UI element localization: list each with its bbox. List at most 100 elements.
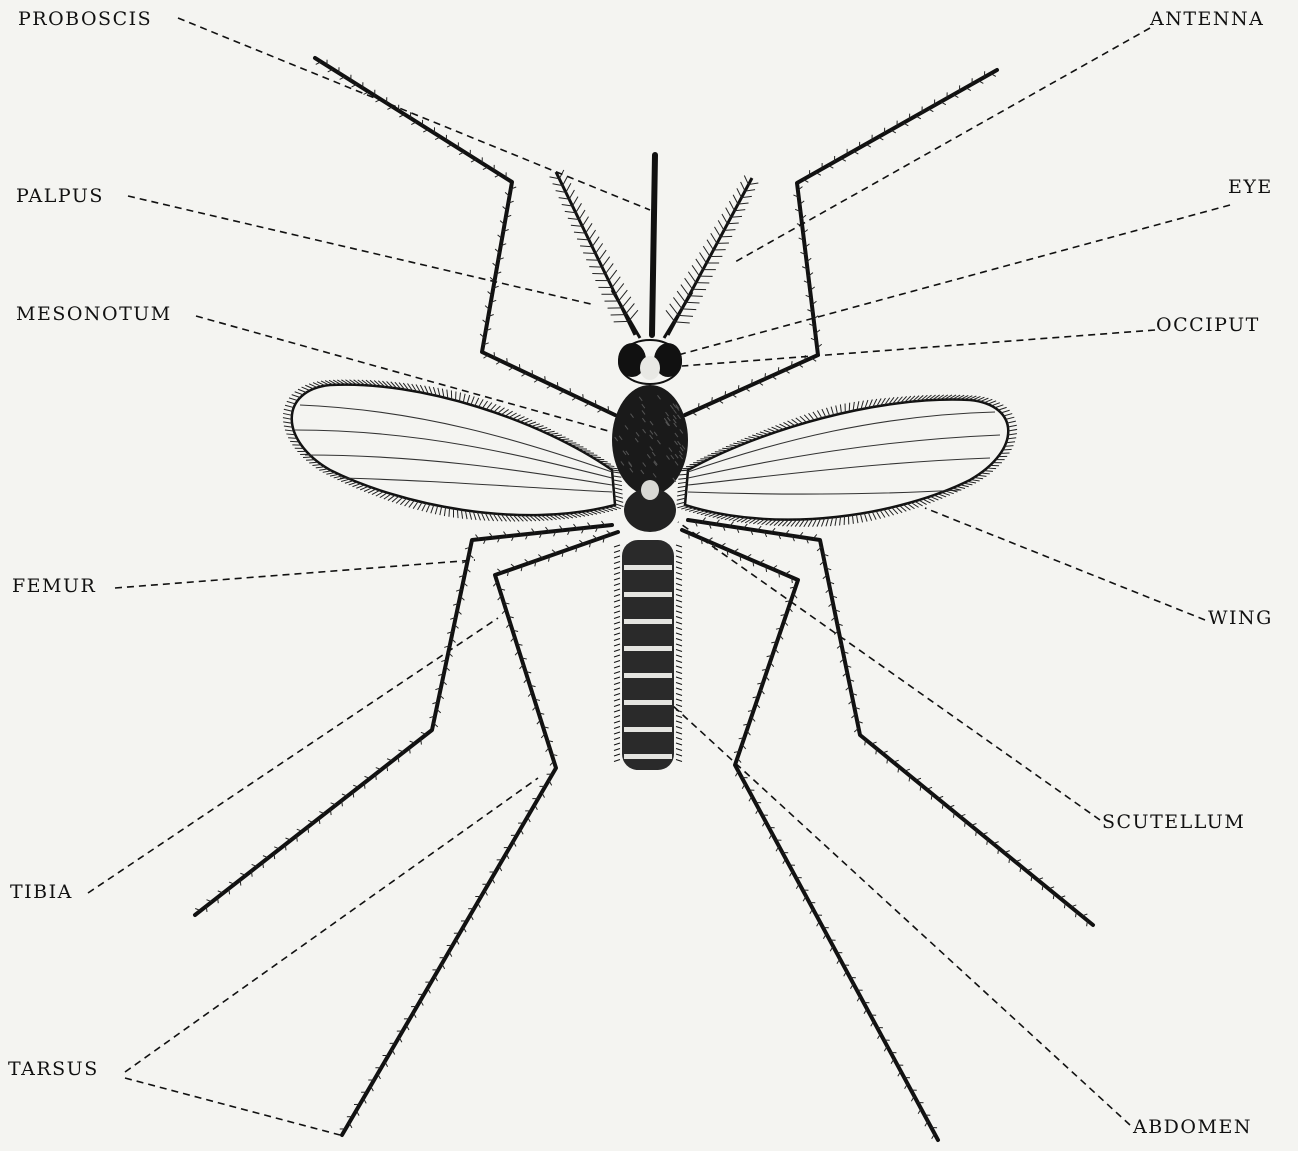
antenna-hair [737, 188, 742, 197]
antenna-hair [619, 290, 628, 301]
wing-fringe-hair [283, 418, 292, 420]
abdomen-band [624, 646, 672, 651]
leg-hair [297, 836, 298, 842]
antenna-hair [576, 203, 582, 212]
wing-fringe-hair [864, 513, 867, 522]
wing-fringe-hair [719, 450, 728, 451]
wing-fringe-hair [516, 417, 524, 421]
wing-fringe-hair [1003, 449, 1012, 450]
abdomen-bristle [614, 611, 620, 613]
leg-hair [342, 800, 343, 806]
leg-hair [698, 403, 699, 409]
abdomen-bristle [614, 694, 620, 696]
leg-hair [251, 871, 252, 877]
wing-fringe-hair [417, 502, 422, 510]
abdomen-bristle [614, 551, 620, 553]
wing-fringe-hair [941, 492, 950, 495]
leg-hair [353, 792, 354, 798]
abdomen-band [624, 592, 672, 597]
wing-fringe-hair [860, 514, 862, 523]
wing-fringe-hair [564, 441, 573, 442]
wing-fringe-hair [764, 430, 772, 433]
antenna-hair [733, 195, 738, 204]
abdomen-bristle [614, 556, 620, 558]
leader-tibia [88, 618, 498, 893]
wing-fringe-hair [981, 473, 990, 474]
abdomen-bristle [676, 661, 682, 663]
abdomen-bristle [676, 600, 682, 602]
antenna-hair [622, 297, 631, 308]
abdomen-bristle [676, 595, 682, 597]
hind-right-leg [682, 530, 938, 1140]
wing-fringe-hair [513, 415, 521, 419]
wing-fringe-hair [349, 482, 358, 485]
wing-fringe-hair [876, 511, 880, 519]
antenna-hair [670, 304, 679, 316]
abdomen-bristle [614, 589, 620, 591]
occiput-patch [640, 356, 660, 380]
wing-fringe-hair [868, 512, 871, 520]
antenna-hair [686, 302, 700, 303]
leader-tarsus-lower [125, 1078, 340, 1135]
antenna-hair [666, 310, 675, 322]
antenna-hair [589, 230, 596, 240]
wing-fringe-hair [1008, 425, 1017, 427]
hind-left-leg [342, 532, 618, 1135]
wing-fringe-hair [539, 428, 548, 430]
abdomen-bristle [614, 721, 620, 723]
antenna-hair [685, 278, 693, 289]
wing-fringe-hair [988, 401, 996, 404]
antenna-hair [677, 291, 685, 302]
thorax [612, 385, 688, 495]
abdomen-bristle [676, 677, 682, 679]
wing-fringe-hair [595, 459, 604, 460]
antenna-hair [599, 250, 606, 260]
wing-fringe-hair [288, 438, 297, 439]
antenna-hair [714, 227, 720, 237]
abdomen-bristle [614, 562, 620, 564]
wing-fringe-hair [991, 403, 999, 406]
abdomen-bristle [614, 666, 620, 668]
label-palpus: PALPUS [16, 187, 104, 206]
wing-fringe-hair [768, 429, 776, 432]
wing-fringe-hair [772, 427, 780, 431]
wing-fringe-hair [817, 410, 822, 418]
wing-fringe-hair [945, 491, 954, 494]
leg-hair [206, 906, 207, 912]
wing-fringe-hair [285, 405, 294, 407]
leg-hair [263, 862, 264, 868]
wing-fringe-hair [431, 505, 434, 513]
wing-fringe-hair [567, 443, 576, 444]
leader-antenna [735, 28, 1150, 262]
scutellum-spot [641, 480, 659, 500]
antenna-hair [688, 272, 696, 283]
wing-fringe-hair [330, 474, 339, 476]
leg-hair [608, 406, 609, 412]
wing-fringe-hair [809, 413, 815, 420]
abdomen-bristle [676, 760, 682, 762]
abdomen-bristle [676, 573, 682, 575]
antenna-hair [722, 214, 728, 224]
leg-hair [507, 358, 508, 364]
abdomen-bristle [676, 655, 682, 657]
leg-hair [421, 739, 422, 745]
abdomen-bristle [676, 699, 682, 701]
wing-fringe-hair [733, 443, 742, 444]
wing-fringe-hair [872, 512, 876, 520]
wing-fringe-hair [509, 413, 517, 418]
wing-fringe-hair [289, 398, 298, 401]
abdomen-bristle [614, 699, 620, 701]
wing-fringe-hair [1008, 429, 1017, 431]
abdomen-bristle [614, 677, 620, 679]
wing-fringe-hair [987, 468, 996, 469]
abdomen-bristle [676, 727, 682, 729]
abdomen-bristle [676, 562, 682, 564]
leg-hair [218, 897, 219, 903]
leg-hair [376, 774, 377, 780]
label-proboscis: PROBOSCIS [18, 10, 152, 29]
abdomen-bristle [614, 600, 620, 602]
antenna-hair [729, 201, 734, 211]
antenna-hair [692, 265, 699, 276]
antenna-hair [696, 259, 703, 270]
